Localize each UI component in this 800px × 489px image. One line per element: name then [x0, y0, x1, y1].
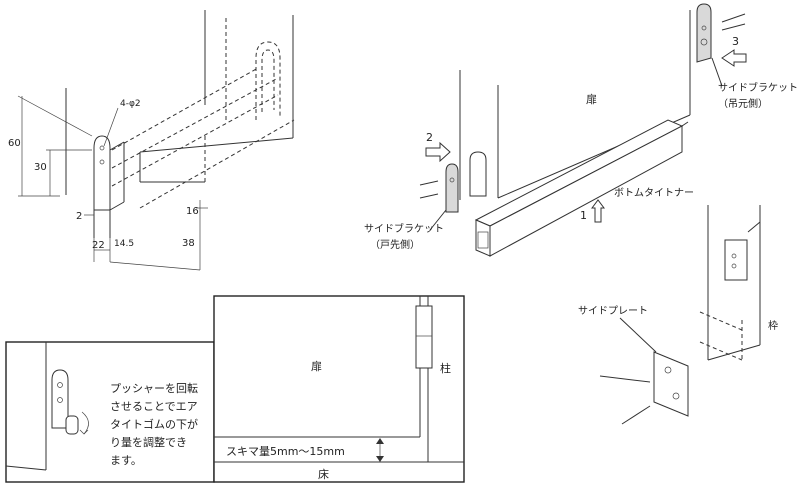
dim-2: 2 — [76, 211, 82, 222]
bottom-tightener — [474, 119, 684, 227]
dim-38: 38 — [182, 238, 195, 249]
dim-30: 30 — [34, 162, 47, 173]
section-gap-label: スキマ量5mm～15mm — [226, 445, 345, 458]
side-plate-label: サイドプレート — [578, 305, 648, 317]
dimension-drawing: 60 30 4-φ2 2 22 14.5 16 38 — [8, 10, 295, 271]
bracket-plate — [93, 135, 111, 211]
bottom-tightener-label: ボトムタイトナー — [614, 187, 694, 199]
dim-16: 16 — [186, 206, 199, 217]
side-bracket-latch-note: （戸先側） — [370, 238, 420, 251]
side-bracket-latch-label: サイドブラケット — [364, 222, 444, 235]
section-door-label: 扉 — [311, 360, 322, 373]
side-bracket-hinge-note: （吊元側） — [718, 97, 768, 110]
side-bracket-hinge-label: サイドブラケット — [718, 81, 798, 94]
side-plate — [653, 351, 689, 417]
pusher-plate — [51, 369, 69, 429]
dim-hole: 4-φ2 — [120, 99, 141, 109]
latch-side-bracket — [445, 163, 459, 213]
section-view — [213, 295, 465, 483]
step3-arrow — [721, 49, 747, 67]
pusher-knob — [65, 415, 79, 435]
section-floor-label: 床 — [318, 467, 329, 481]
adjust-detail — [5, 341, 215, 483]
adjust-note-5: ます。 — [110, 454, 142, 467]
step2-arrow — [425, 141, 451, 163]
step1-arrow — [591, 199, 605, 223]
door-label: 扉 — [586, 93, 597, 106]
step3-label: 3 — [732, 35, 739, 48]
section-pillar-label: 柱 — [440, 361, 451, 375]
adjust-note-1: プッシャーを回転 — [110, 382, 198, 395]
step2-label: 2 — [426, 131, 433, 144]
adjust-note-4: り量を調整でき — [110, 435, 187, 449]
frame-label: 枠 — [768, 319, 778, 332]
adjust-note-2: させることでエア — [110, 400, 198, 413]
step1-label: 1 — [580, 209, 587, 222]
dim-14-5: 14.5 — [114, 239, 134, 249]
install-drawing: 扉 サイドブラケット （吊元側） 3 サイドブラケット （戸先側） 2 ボトムタ… — [364, 3, 798, 425]
hinge-side-bracket — [696, 3, 712, 63]
dim-60: 60 — [8, 138, 21, 149]
dim-22: 22 — [92, 240, 105, 251]
section-hinge — [415, 305, 433, 369]
adjust-note-3: タイトゴムの下が — [110, 417, 198, 431]
